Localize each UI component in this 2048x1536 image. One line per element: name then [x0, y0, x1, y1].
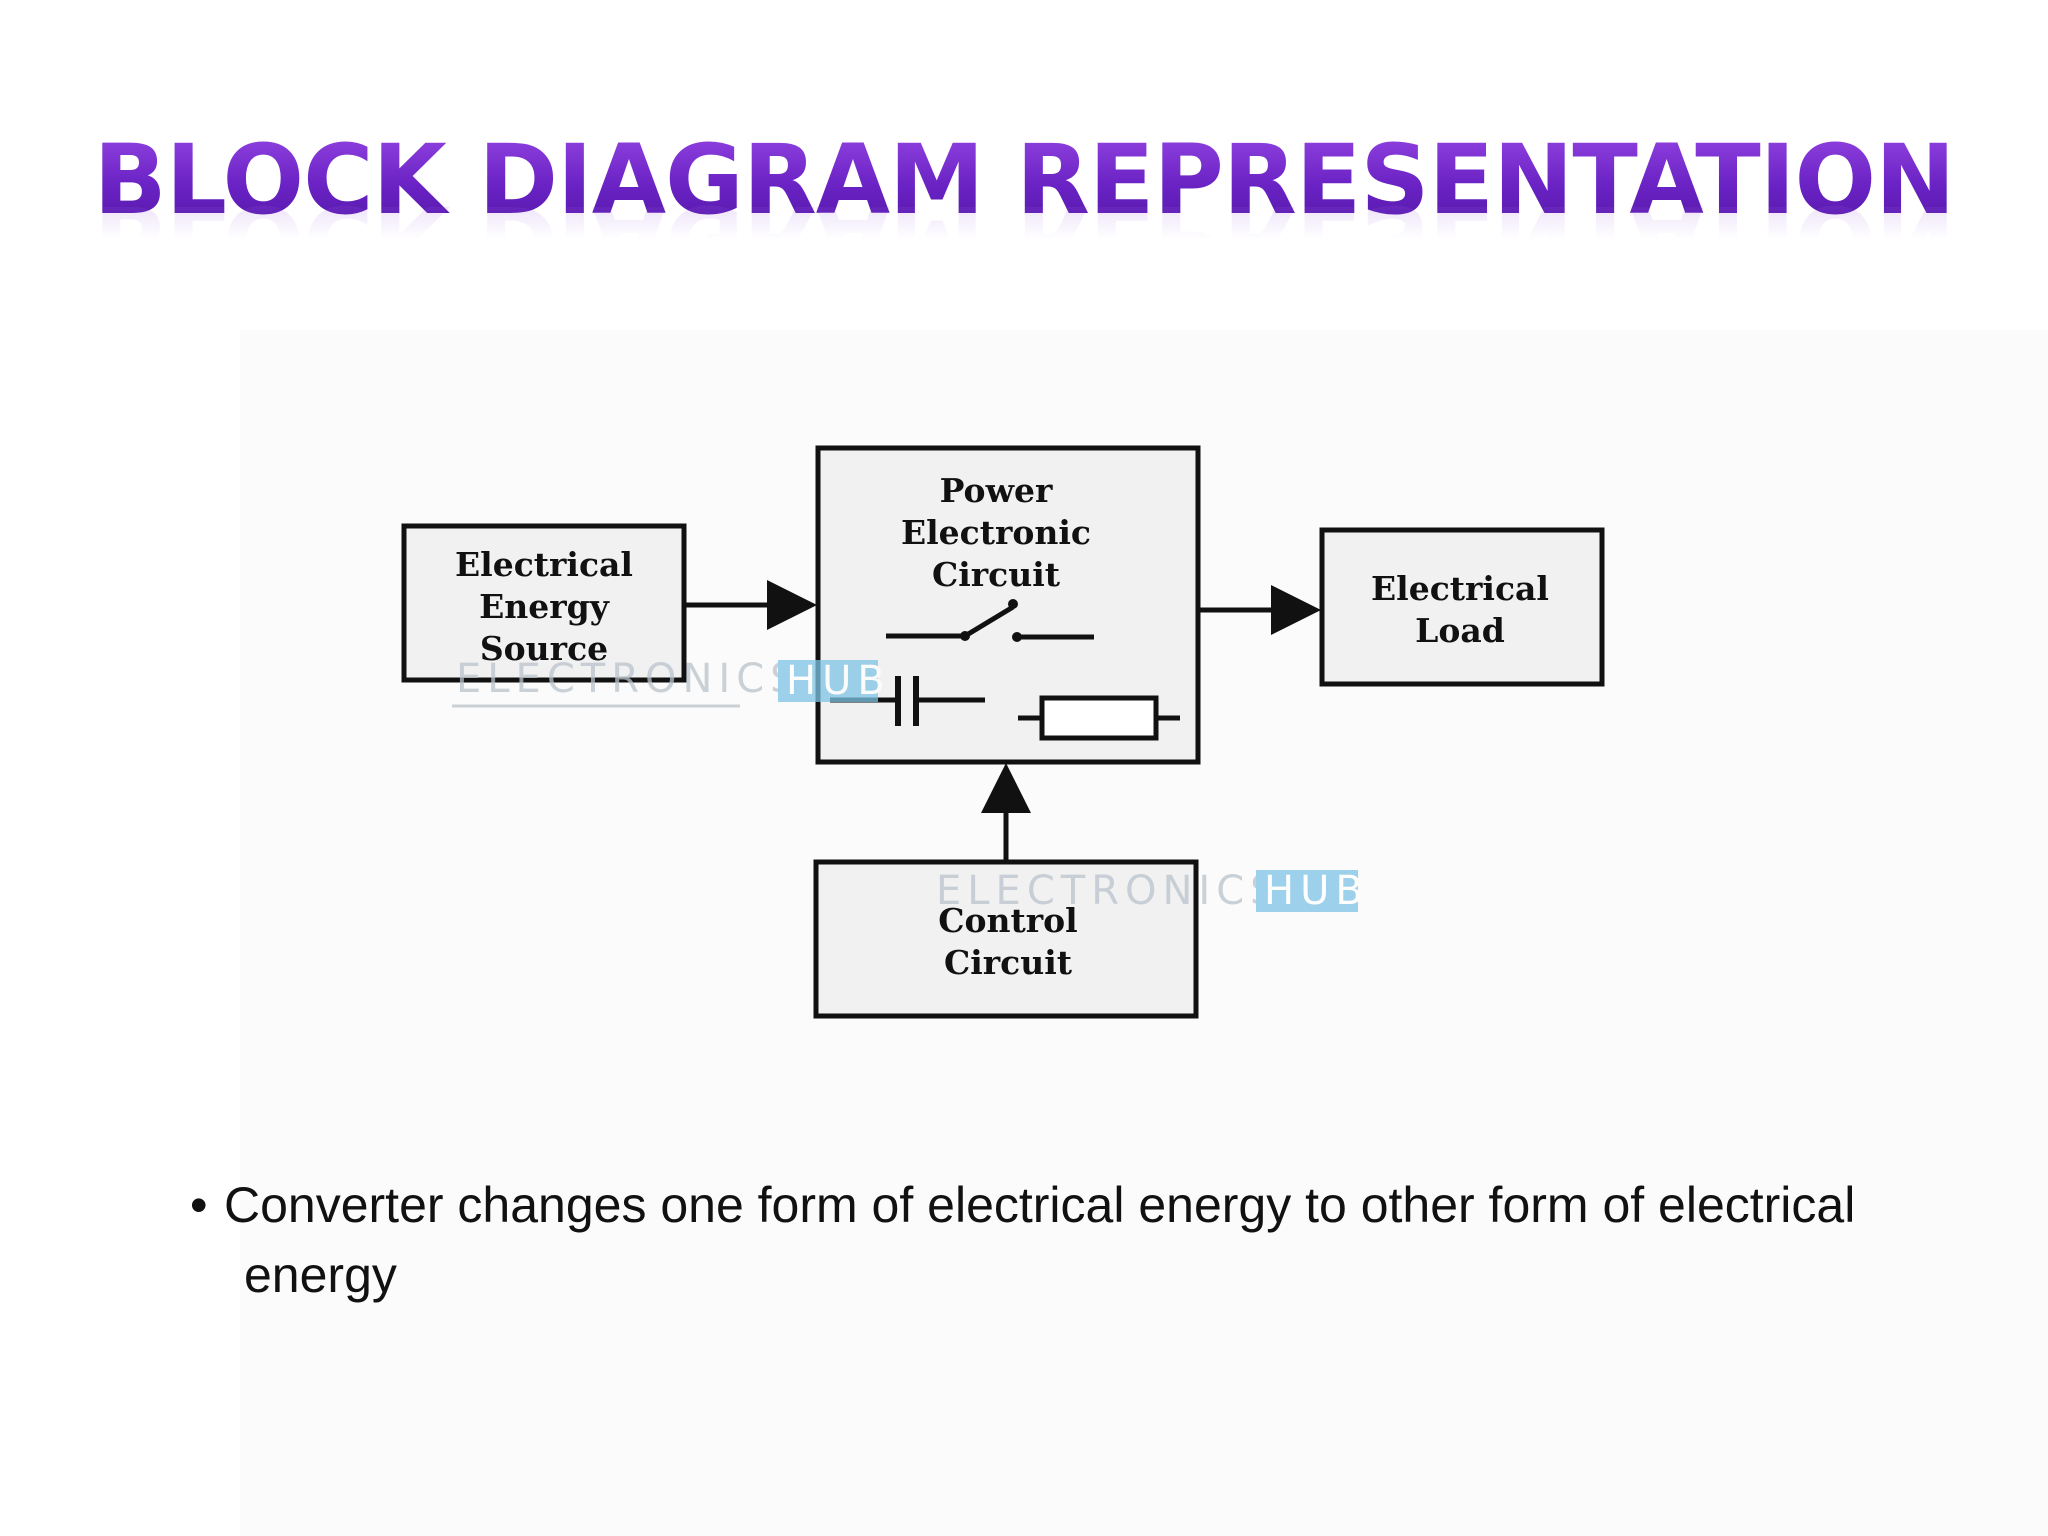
control-circuit-label-2: Circuit [944, 943, 1073, 982]
watermark-1: ELECTRONICS HUB [452, 656, 891, 708]
energy-source-label-1: Electrical [455, 545, 633, 584]
slide-title: BLOCK DIAGRAM REPRESENTATION [0, 120, 2048, 240]
load-label-1: Electrical [1371, 569, 1549, 608]
power-circuit-label-3: Circuit [932, 555, 1061, 594]
watermark-2-accent-bg [1256, 870, 1358, 912]
watermark-2: ELECTRONICS HUB [936, 868, 1369, 914]
bullet-symbol: • [190, 1177, 208, 1233]
watermark-1-accent-bg [778, 660, 878, 702]
bullet-point: • Converter changes one form of electrica… [190, 1170, 1990, 1310]
bullet-text-1: Converter changes one form of electrical… [224, 1177, 1856, 1233]
switch-symbol [886, 599, 1094, 642]
bullet-line-1: • Converter changes one form of electrica… [190, 1170, 1990, 1240]
energy-source-label-3: Source [480, 629, 608, 668]
power-circuit-label-2: Electronic [901, 513, 1091, 552]
load-label-2: Load [1415, 611, 1505, 650]
title-area: BLOCK DIAGRAM REPRESENTATION BLOCK DIAGR… [0, 120, 2048, 296]
control-circuit-label-1: Control [938, 901, 1077, 940]
watermark-1-accent: HUB [786, 658, 891, 704]
watermark-2-main: ELECTRONICS [936, 868, 1282, 914]
watermark-1-main: ELECTRONICS [456, 656, 802, 702]
power-electronic-circuit-block: Power Electronic Circuit [815, 445, 1201, 765]
energy-source-label-2: Energy [479, 587, 610, 626]
energy-source-block: Electrical Energy Source [401, 523, 687, 683]
bullet-line-2: energy [244, 1247, 397, 1303]
control-circuit-block: Control Circuit [813, 859, 1199, 1019]
resistor-symbol [1018, 695, 1180, 741]
watermark-2-accent: HUB [1264, 868, 1369, 914]
electrical-load-block: Electrical Load [1319, 527, 1605, 687]
power-circuit-label-1: Power [940, 471, 1053, 510]
